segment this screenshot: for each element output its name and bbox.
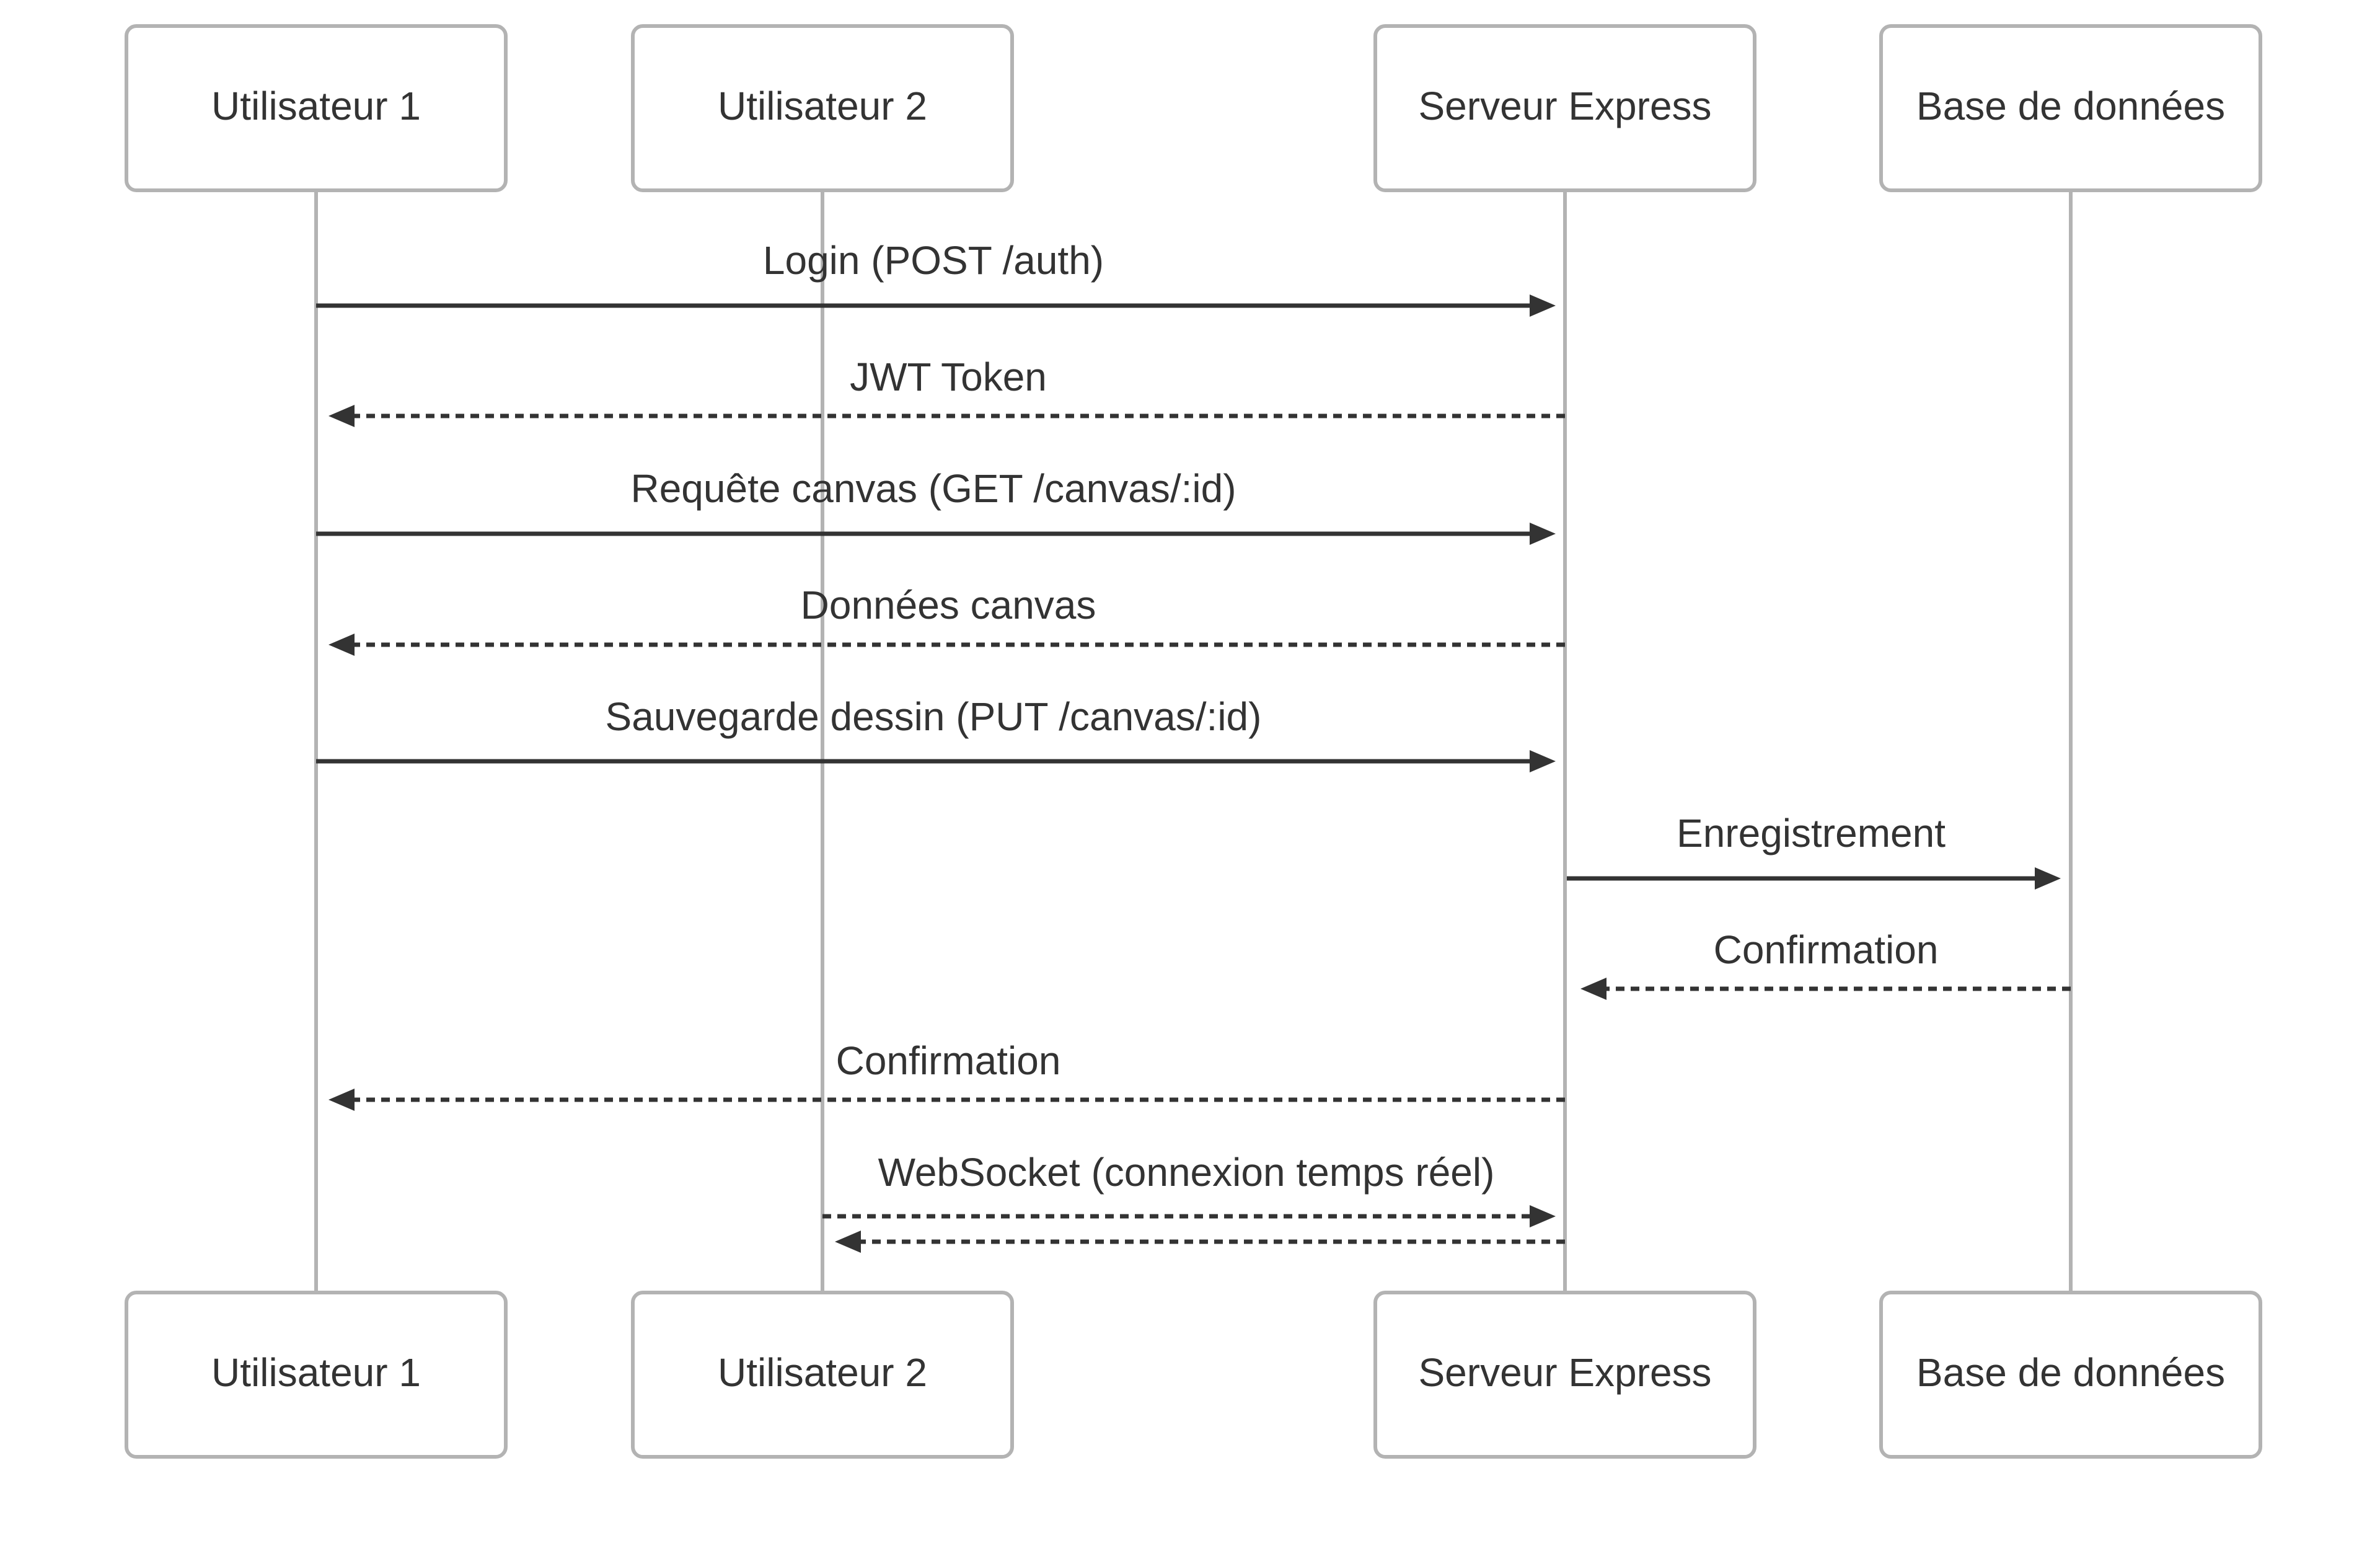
arrowhead-left	[328, 1089, 355, 1111]
message-login: Login (POST /auth)	[316, 238, 1556, 317]
actor-bottom-utilisateur-2: Utilisateur 2	[631, 1291, 1014, 1459]
message-label: Sauvegarde dessin (PUT /canvas/:id)	[606, 694, 1262, 739]
actor-label: Serveur Express	[1418, 1350, 1711, 1395]
arrowhead-right	[1530, 750, 1556, 772]
arrowhead-right	[2035, 867, 2061, 890]
actor-bottom-base-de-donnees: Base de données	[1879, 1291, 2262, 1459]
actor-top-utilisateur-2: Utilisateur 2	[631, 24, 1014, 192]
actor-label: Utilisateur 2	[718, 84, 927, 128]
actor-bottom-serveur-express: Serveur Express	[1373, 1291, 1756, 1459]
actor-label: Base de données	[1916, 84, 2225, 128]
arrowhead-left	[328, 405, 355, 427]
arrowhead-left	[835, 1231, 861, 1253]
actor-label: Utilisateur 1	[211, 1350, 421, 1395]
arrowhead-left	[328, 634, 355, 656]
message-label: Login (POST /auth)	[763, 238, 1104, 283]
message-label: Données canvas	[801, 583, 1096, 627]
actor-label: Utilisateur 1	[211, 84, 421, 128]
message-label: JWT Token	[850, 355, 1047, 399]
arrowhead-right	[1530, 523, 1556, 545]
message-label: Confirmation	[836, 1038, 1061, 1083]
message-label: Enregistrement	[1677, 811, 1946, 855]
actor-top-serveur-express: Serveur Express	[1373, 24, 1756, 192]
message-jwt-token: JWT Token	[328, 355, 1565, 427]
actor-top-utilisateur-1: Utilisateur 1	[125, 24, 508, 192]
message-label: Confirmation	[1714, 927, 1939, 972]
message-sauvegarde-dessin: Sauvegarde dessin (PUT /canvas/:id)	[316, 694, 1556, 772]
actor-bottom-utilisateur-1: Utilisateur 1	[125, 1291, 508, 1459]
arrowhead-right	[1530, 1205, 1556, 1227]
message-donnees-canvas: Données canvas	[328, 583, 1565, 656]
message-confirmation-user: Confirmation	[328, 1038, 1565, 1111]
message-confirmation-db: Confirmation	[1580, 927, 2071, 1000]
actor-top-base-de-donnees: Base de données	[1879, 24, 2262, 192]
actor-label: Serveur Express	[1418, 84, 1711, 128]
arrowhead-left	[1580, 978, 1606, 1000]
message-label: WebSocket (connexion temps réel)	[878, 1150, 1495, 1195]
message-websocket: WebSocket (connexion temps réel)	[822, 1150, 1565, 1253]
actor-label: Utilisateur 2	[718, 1350, 927, 1395]
message-label: Requête canvas (GET /canvas/:id)	[630, 466, 1236, 511]
message-requete-canvas: Requête canvas (GET /canvas/:id)	[316, 466, 1556, 545]
message-enregistrement: Enregistrement	[1567, 811, 2061, 890]
actor-label: Base de données	[1916, 1350, 2225, 1395]
arrowhead-right	[1530, 294, 1556, 317]
